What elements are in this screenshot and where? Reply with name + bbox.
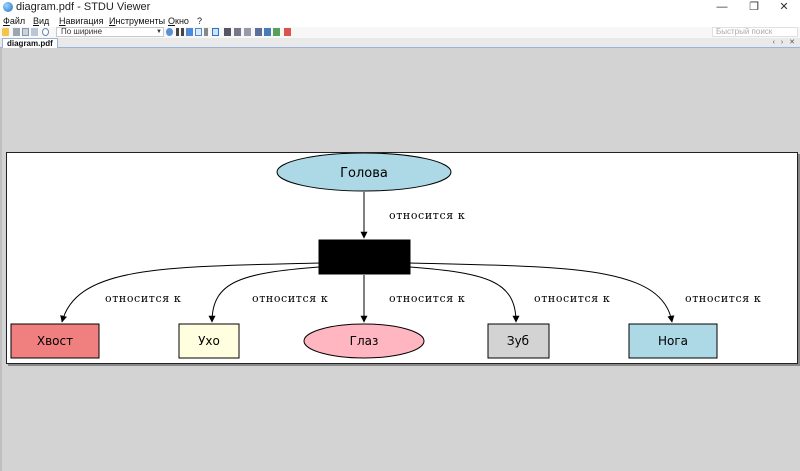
- tab-bar: diagram.pdf ‹ › ✕: [0, 38, 800, 48]
- edge-label-leg: относится к: [685, 292, 761, 305]
- save-icon[interactable]: [22, 28, 29, 36]
- menu-view[interactable]: Вид: [33, 16, 50, 26]
- continuous-page-icon[interactable]: [234, 28, 241, 36]
- edge-label-tail: относится к: [105, 292, 181, 305]
- edge-hub-tooth: [409, 266, 520, 323]
- diagram-canvas: относится к относится к относится к отно…: [10, 152, 761, 359]
- edge-hub-tail: [60, 262, 320, 323]
- fit-width-icon[interactable]: [195, 28, 202, 36]
- menu-window[interactable]: Окно: [168, 16, 189, 26]
- facing-pages-icon[interactable]: [244, 28, 251, 36]
- bookmark-icon[interactable]: [284, 28, 291, 36]
- node-noga-label: Нога: [658, 334, 688, 348]
- edge-label-ear: относится к: [252, 292, 328, 305]
- fit-page-icon[interactable]: [186, 28, 193, 36]
- node-hub: [318, 239, 411, 275]
- properties-icon[interactable]: [42, 28, 49, 36]
- edge-hub-leg: [409, 262, 675, 323]
- menu-navigation[interactable]: Навигация: [59, 16, 104, 26]
- print-icon[interactable]: [13, 28, 20, 36]
- menu-file[interactable]: Файл: [3, 16, 26, 26]
- open-folder-icon[interactable]: [2, 28, 9, 36]
- tab-controls[interactable]: ‹ › ✕: [772, 39, 797, 46]
- node-glaz-label: Глаз: [350, 334, 379, 348]
- find-icon[interactable]: [255, 28, 262, 36]
- zoom-value: По ширине: [61, 27, 103, 36]
- node-zub-label: Зуб: [507, 334, 529, 348]
- edge-hub-ear: [208, 266, 320, 323]
- select-tool-icon[interactable]: [212, 28, 219, 36]
- minimize-button[interactable]: —: [716, 1, 728, 13]
- title-bar: diagram.pdf - STDU Viewer — ❐ ✕: [0, 0, 800, 15]
- node-ukho-label: Ухо: [198, 334, 220, 348]
- quick-search-input[interactable]: Быстрый поиск: [712, 27, 798, 37]
- node-zub: [487, 323, 550, 359]
- page-setup-icon[interactable]: [31, 28, 38, 36]
- node-glaz: [303, 323, 425, 359]
- document-viewer[interactable]: относится к относится к относится к отно…: [0, 48, 800, 471]
- menu-bar: Файл Вид Навигация Инструменты Окно ?: [0, 15, 800, 27]
- find-next-icon[interactable]: [264, 28, 271, 36]
- node-golova-label: Голова: [340, 166, 388, 181]
- actual-size-icon-2[interactable]: [181, 28, 184, 36]
- node-khvost: [10, 323, 100, 359]
- window-title: diagram.pdf - STDU Viewer: [16, 1, 151, 13]
- tab-diagram-pdf[interactable]: diagram.pdf: [2, 38, 58, 48]
- pdf-page: относится к относится к относится к отно…: [6, 152, 798, 364]
- node-khvost-label: Хвост: [37, 334, 73, 348]
- node-ukho: [178, 323, 240, 359]
- app-icon: [3, 2, 13, 12]
- menu-help[interactable]: ?: [197, 16, 203, 26]
- back-icon[interactable]: [273, 28, 280, 36]
- edge-label-root: относится к: [389, 209, 465, 222]
- edge-label-eye: относится к: [389, 292, 465, 305]
- maximize-button[interactable]: ❐: [749, 1, 759, 13]
- menu-tools[interactable]: Инструменты: [109, 16, 166, 26]
- rotate-icon[interactable]: [204, 28, 208, 36]
- actual-size-icon[interactable]: [176, 28, 179, 36]
- edge-label-tooth: относится к: [534, 292, 610, 305]
- zoom-select[interactable]: По ширине ▼: [56, 27, 164, 37]
- zoom-in-icon[interactable]: [166, 28, 173, 36]
- single-page-icon[interactable]: [224, 28, 231, 36]
- close-button[interactable]: ✕: [779, 1, 789, 13]
- node-noga: [628, 323, 718, 359]
- toolbar: По ширине ▼ Быстрый поиск: [0, 27, 800, 38]
- node-golova: [276, 152, 452, 192]
- chevron-down-icon: ▼: [156, 29, 162, 35]
